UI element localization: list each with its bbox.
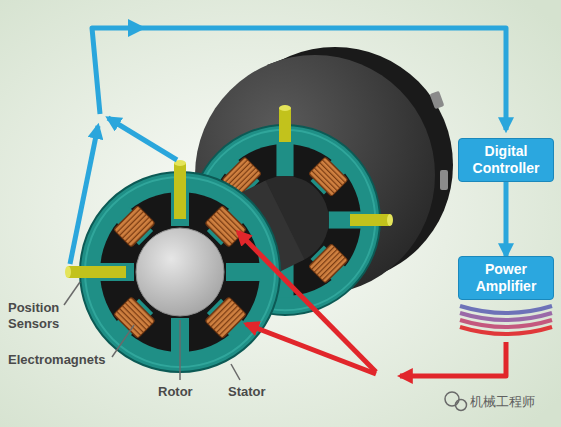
arrow-head bbox=[128, 19, 146, 37]
watermark-icon bbox=[445, 392, 459, 406]
leader-line bbox=[231, 364, 240, 380]
position-sensor bbox=[174, 163, 186, 219]
watermark-icon bbox=[456, 400, 467, 411]
watermark-text: 机械工程师 bbox=[470, 394, 535, 410]
sensor-signal-line bbox=[92, 28, 506, 130]
signal-arrow bbox=[504, 182, 509, 256]
drive-current-line bbox=[238, 232, 376, 372]
position-sensor bbox=[387, 214, 393, 226]
amplifier-stripe bbox=[460, 313, 552, 320]
drive-current-line bbox=[400, 342, 506, 376]
part-label: Rotor bbox=[158, 384, 193, 400]
amplifier-stripe bbox=[460, 327, 552, 334]
rotor bbox=[136, 228, 224, 316]
position-sensor bbox=[279, 105, 291, 111]
position-sensor bbox=[65, 266, 71, 278]
housing-slot bbox=[440, 170, 448, 190]
leader-line bbox=[179, 320, 181, 380]
position-sensor bbox=[68, 266, 126, 278]
sensor-signal-line bbox=[108, 118, 177, 160]
box-text: Power Amplifier bbox=[465, 261, 547, 295]
housing-slot bbox=[430, 91, 445, 109]
leader-line bbox=[64, 282, 80, 305]
leader-line bbox=[112, 325, 134, 357]
sensor-signal-line bbox=[70, 126, 98, 264]
position-sensor bbox=[279, 108, 291, 142]
amplifier-stripe bbox=[460, 320, 552, 327]
amplifier-stripe bbox=[460, 306, 552, 313]
part-label: Position Sensors bbox=[8, 300, 80, 332]
amplifier-box: Power Amplifier bbox=[458, 256, 554, 300]
box-text: Digital Controller bbox=[465, 143, 547, 177]
drive-current-line bbox=[246, 324, 376, 374]
part-label: Stator bbox=[228, 384, 266, 400]
position-sensor bbox=[350, 214, 390, 226]
part-label: Electromagnets bbox=[8, 352, 106, 368]
controller-box: Digital Controller bbox=[458, 138, 554, 182]
